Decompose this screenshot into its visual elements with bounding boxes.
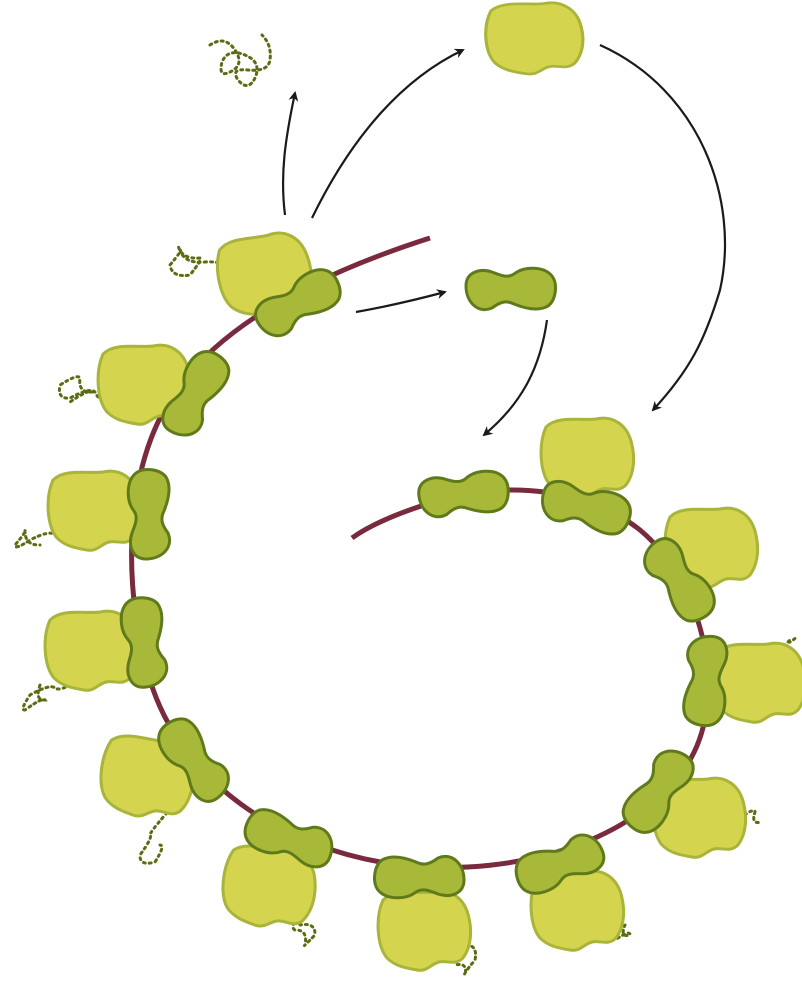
ribosome [216,804,338,946]
arrow-to-free-small-subunit [356,292,445,312]
ribosome [170,229,347,343]
small-subunit [417,469,510,518]
large-subunit [48,471,141,550]
ribosome [511,830,630,951]
ribosome [616,743,762,858]
ribosome [15,470,170,559]
ribosome [682,634,802,727]
arrow-small-subunit-reinitiation [484,320,547,435]
arrow-large-subunit-recycle [600,45,725,410]
free-small-subunit [466,268,555,309]
ribosome [94,712,236,864]
ribosome [23,596,168,710]
arrow-to-free-large-subunit [312,50,463,218]
released-polypeptide [210,35,270,86]
large-subunit [378,891,471,970]
free-large-subunit [486,3,583,74]
ribosome [59,345,235,443]
ribosome [637,508,758,628]
small-subunit [128,470,169,559]
ribosome [375,856,476,975]
ribosome [417,469,510,518]
arrow-to-released-polypeptide [283,93,295,215]
small-subunit [375,856,464,897]
ribosome [537,418,634,539]
